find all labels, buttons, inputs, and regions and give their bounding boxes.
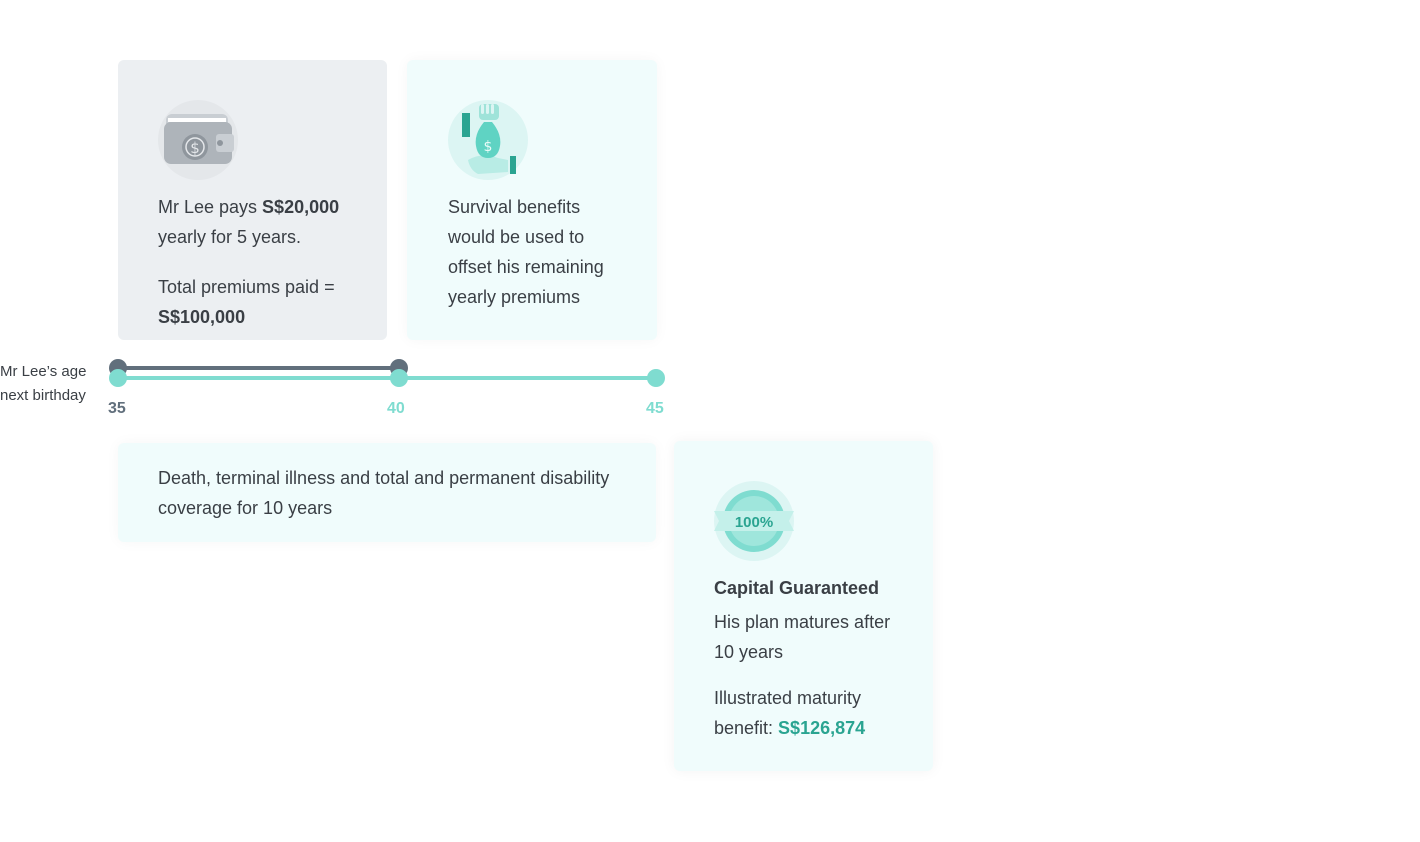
svg-text:$: $: [484, 139, 493, 155]
coverage-text: Death, terminal illness and total and pe…: [158, 468, 610, 518]
coverage-dot-35: [109, 369, 127, 387]
premium-total-amount: S$100,000: [158, 307, 246, 327]
survival-benefits-card: $ Survival benefits would be used to off…: [407, 60, 657, 340]
age-tick-45: 45: [646, 400, 664, 417]
age-tick-35: 35: [108, 400, 126, 417]
maturity-term-text: His plan matures after 10 years: [714, 612, 891, 662]
coverage-dot-45: [647, 369, 665, 387]
coverage-card: Death, terminal illness and total and pe…: [118, 443, 656, 542]
premium-payment-text: Mr Lee pays S$20,000 yearly for 5 years.: [158, 197, 340, 247]
maturity-benefit-text: Illustrated maturity benefit: S$126,874: [714, 688, 866, 738]
premium-yearly-amount: S$20,000: [262, 197, 340, 217]
age-tick-40: 40: [387, 400, 405, 417]
maturity-benefit-amount: S$126,874: [778, 718, 866, 738]
hand-money-bag-icon: $: [448, 100, 528, 180]
age-axis-caption: Mr Lee’s age next birthday: [0, 363, 87, 404]
wallet-icon: $: [158, 100, 238, 180]
maturity-heading: Capital Guaranteed: [714, 578, 880, 598]
maturity-card: 100% Capital Guaranteed His plan matures…: [674, 441, 933, 771]
badge-icon: 100%: [714, 481, 794, 561]
svg-text:$: $: [190, 139, 200, 157]
premium-card: $ Mr Lee pays S$20,000 yearly for 5 year…: [118, 60, 387, 340]
badge-text: 100%: [735, 514, 773, 531]
coverage-dot-40: [390, 369, 408, 387]
survival-benefits-text: Survival benefits would be used to offse…: [448, 197, 604, 307]
premium-total-text: Total premiums paid = S$100,000: [158, 277, 335, 327]
